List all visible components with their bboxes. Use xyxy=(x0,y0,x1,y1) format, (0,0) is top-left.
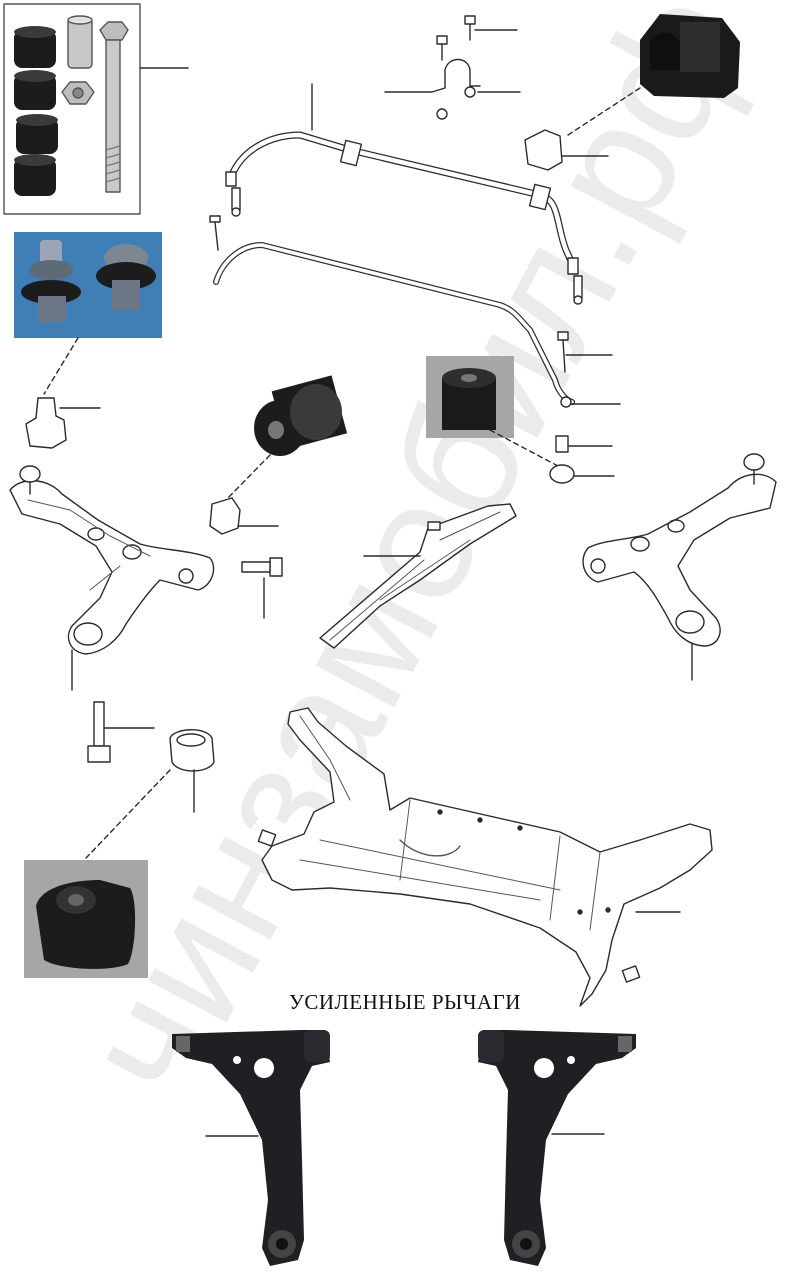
sleeve-icon xyxy=(67,15,93,69)
link-right xyxy=(567,257,583,305)
bracket-icon xyxy=(384,15,521,120)
control-arm-bushing xyxy=(209,375,348,619)
stabilizer-link-kit xyxy=(3,3,189,215)
large-bushing-photo xyxy=(24,860,148,978)
control-arm-icon xyxy=(9,465,215,655)
rubber-bushing-icon xyxy=(640,14,740,98)
reinforced-arm-right xyxy=(478,1030,636,1266)
brace-icon xyxy=(319,503,517,649)
ball-joint xyxy=(14,232,162,449)
reinforced-arm-left xyxy=(172,1030,330,1266)
subframe-bolt xyxy=(85,701,215,859)
stabilizer-bushing xyxy=(524,14,740,171)
rubber-mount-photo xyxy=(426,356,615,484)
link-left xyxy=(225,171,241,217)
nut-icon xyxy=(61,81,95,105)
bolt-icon xyxy=(87,701,111,763)
caption-reinforced-arms: УСИЛЕННЫЕ РЫЧАГИ xyxy=(289,990,521,1014)
left-control-arm xyxy=(9,465,215,691)
reinforced-arm-icon xyxy=(172,1030,330,1266)
right-control-arm xyxy=(582,453,777,681)
control-arm-icon xyxy=(582,453,777,647)
anti-roll-bar-icon xyxy=(209,83,621,408)
rubber-bushing-icon xyxy=(14,26,58,196)
ball-joint-icon xyxy=(21,240,156,322)
silent-block-icon xyxy=(254,375,348,456)
long-bolt-icon xyxy=(99,21,129,193)
bolt-icon xyxy=(209,215,221,251)
bolt-icon xyxy=(241,557,283,619)
front-subframe xyxy=(257,707,713,1007)
subframe-icon xyxy=(261,707,713,1007)
leader-bushing-photo xyxy=(567,87,641,136)
bolt-icon xyxy=(557,331,569,373)
reinforced-arm-icon xyxy=(478,1030,636,1266)
silent-block-icon xyxy=(36,880,136,969)
